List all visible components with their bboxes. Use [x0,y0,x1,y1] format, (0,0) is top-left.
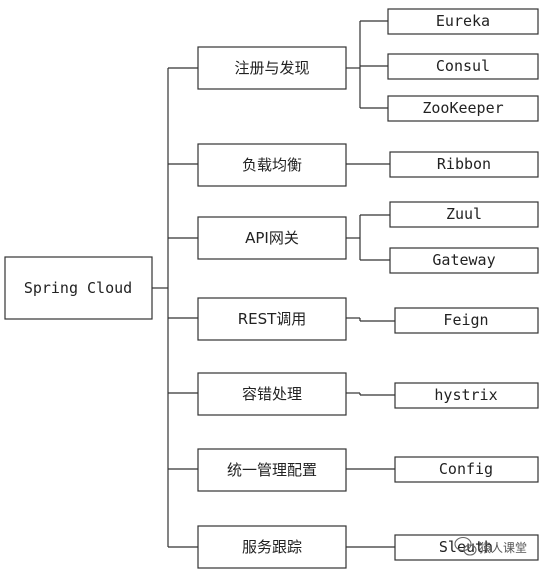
category-label: 负载均衡 [242,156,302,174]
leaf-zuul: Zuul [389,201,539,228]
root-connectors [152,68,169,547]
leaf-consul: Consul [387,53,539,80]
leaf-label: Config [439,460,493,478]
leaf-label: Ribbon [437,155,491,173]
wechat-icon [454,536,477,556]
leaf-label: Zuul [446,205,482,223]
category-config-management: 统一管理配置 Config [168,448,539,492]
leaf-zookeeper: ZooKeeper [387,95,539,122]
category-label: 服务跟踪 [242,538,302,556]
leaf-label: hystrix [434,386,497,404]
leaf-label: ZooKeeper [422,99,503,117]
category-fault-tolerance: 容错处理 hystrix [168,372,539,416]
watermark-text: 猿人课堂 [479,540,527,555]
leaf-eureka: Eureka [387,8,539,35]
category-load-balancing: 负载均衡 Ribbon [168,143,539,187]
leaf-label: Gateway [432,251,495,269]
leaf-label: Feign [443,311,488,329]
root-node: Spring Cloud [4,256,153,320]
category-label: 注册与发现 [234,59,309,77]
leaf-sleuth: Sleuth [394,534,539,561]
category-api-gateway: API网关 Zuul Gateway [168,201,539,274]
leaf-label: Sleuth [439,538,493,556]
leaf-feign: Feign [394,307,539,334]
category-label: 统一管理配置 [227,461,317,479]
leaf-label: Eureka [436,12,490,30]
category-label: REST调用 [238,310,307,328]
root-label: Spring Cloud [24,279,132,297]
leaf-gateway: Gateway [389,247,539,274]
leaf-config: Config [394,456,539,483]
category-label: API网关 [245,229,299,247]
category-label: 容错处理 [242,385,302,403]
watermark: 猿人课堂 [454,536,527,556]
leaf-hystrix: hystrix [394,382,539,409]
category-service-tracing: 服务跟踪 Sleuth [168,525,539,569]
leaf-ribbon: Ribbon [389,151,539,178]
leaf-label: Consul [436,57,490,75]
category-registry-discovery: 注册与发现 Eureka Consul ZooKeeper [168,8,539,122]
category-rest-call: REST调用 Feign [168,297,539,341]
